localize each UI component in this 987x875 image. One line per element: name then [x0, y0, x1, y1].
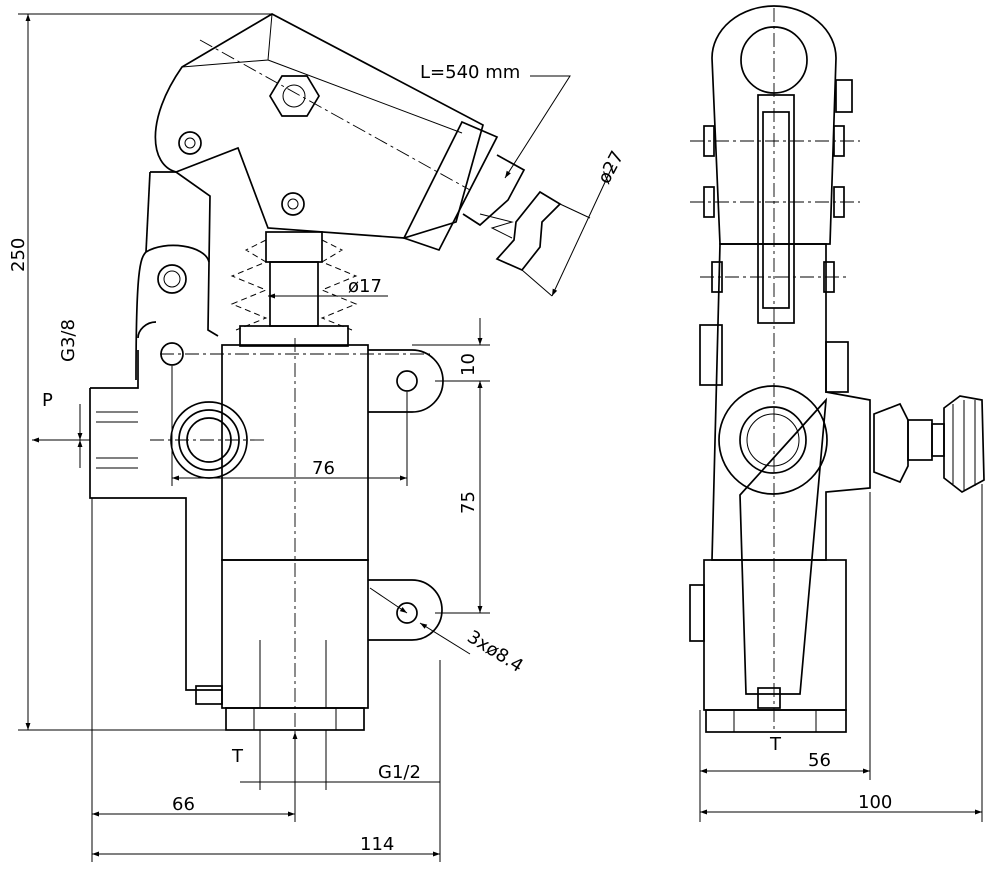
piston-rod [230, 231, 358, 347]
dim-250: 250 [8, 238, 29, 272]
dim-3x84: 3xø8.4 [463, 626, 526, 677]
lever-length-label: L=540 mm [420, 62, 520, 83]
port-label-p: P [42, 390, 53, 411]
dim-100: 100 [858, 792, 892, 813]
lever-housing [154, 13, 562, 272]
front-dimensions: 250 ø17 L=540 mm ø27 G3/8 P 10 [8, 13, 628, 862]
port-label-t: T [231, 746, 244, 767]
support-link [135, 171, 219, 381]
dim-75: 75 [458, 491, 479, 514]
dim-handle-27: ø27 [594, 148, 628, 188]
dim-10: 10 [458, 353, 479, 376]
front-view: 250 ø17 L=540 mm ø27 G3/8 P 10 [8, 13, 628, 862]
dim-114: 114 [360, 834, 394, 855]
side-bolts [690, 125, 860, 293]
side-port-label-t: T [769, 734, 782, 755]
dim-66: 66 [172, 794, 195, 815]
dim-g12: G1/2 [378, 762, 421, 783]
dim-rod-17: ø17 [348, 276, 382, 297]
dim-56: 56 [808, 750, 831, 771]
side-view: T 56 100 [689, 5, 985, 822]
dim-g38: G3/8 [58, 319, 79, 362]
pump-body [89, 321, 444, 750]
dim-76: 76 [312, 458, 335, 479]
